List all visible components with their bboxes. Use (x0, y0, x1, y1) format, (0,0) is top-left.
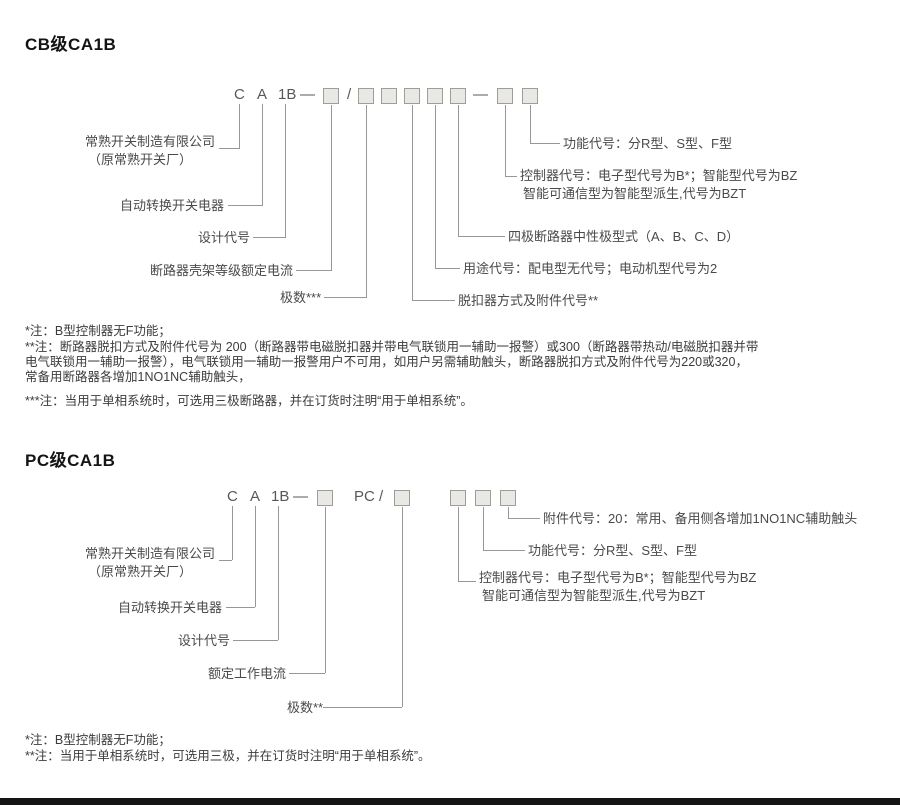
pc-code-box-poles (394, 490, 410, 506)
leader-line (530, 143, 560, 144)
cb-code-box-release-1 (381, 88, 397, 104)
pc-code-box-controller (450, 490, 466, 506)
pc-code-dash: — (293, 488, 308, 505)
leader-line (483, 550, 525, 551)
leader-line (505, 105, 506, 176)
cb-code-box-frame-current (323, 88, 339, 104)
cb-code-letter-1b: 1B (278, 86, 297, 103)
pc-code-pc: PC (354, 488, 375, 505)
leader-line (458, 507, 459, 581)
cb-label-manufacturer-line1: 常熟开关制造有限公司 (85, 134, 216, 149)
pc-code-letter-a: A (250, 488, 261, 505)
leader-line (232, 506, 233, 560)
pc-label-manufacturer-line1: 常熟开关制造有限公司 (85, 546, 216, 561)
pc-code-box-function (475, 490, 491, 506)
cb-label-frame-current: 断路器壳架等级额定电流 (150, 263, 294, 278)
leader-line (262, 104, 263, 205)
cb-code-box-release-2 (404, 88, 420, 104)
pc-note-2: **注：当用于单相系统时，可选用三极，并在订货时注明“用于单相系统”。 (25, 749, 431, 763)
pc-note-1: *注：B型控制器无F功能； (25, 733, 171, 747)
cb-label-controller-line2: 智能可通信型为智能型派生,代号为BZT (523, 186, 747, 201)
leader-line (285, 104, 286, 237)
cb-note-4: 常备用断路器各增加1NO1NC辅助触头， (25, 370, 251, 384)
leader-line (366, 105, 367, 297)
leader-line (508, 507, 509, 518)
leader-line (323, 707, 402, 708)
pc-label-poles: 极数** (287, 700, 324, 715)
leader-line (412, 105, 413, 300)
cb-label-ats: 自动转换开关电器 (120, 198, 225, 213)
cb-note-1: *注：B型控制器无F功能； (25, 324, 171, 338)
leader-line (508, 518, 540, 519)
cb-section-title: CB级CA1B (25, 35, 117, 54)
cb-note-3: 电气联锁用一辅助一报警），电气联锁用一辅助一报警用户不可用，如用户另需辅助触头，… (25, 355, 748, 369)
leader-line (324, 297, 367, 298)
pc-label-controller-line2: 智能可通信型为智能型派生,代号为BZT (482, 588, 706, 603)
bottom-bar (0, 798, 900, 805)
cb-note-2: **注：断路器脱扣方式及附件代号为 200（断路器带电磁脱扣器并带电气联锁用一辅… (25, 340, 759, 354)
cb-label-manufacturer-line2: （原常熟开关厂） (88, 152, 193, 167)
leader-line (278, 506, 279, 640)
pc-section-title: PC级CA1B (25, 451, 116, 470)
leader-line (219, 148, 240, 149)
leader-line (253, 237, 286, 238)
leader-line (289, 673, 325, 674)
pc-label-controller-line1: 控制器代号：电子型代号为B*；智能型代号为BZ (479, 570, 757, 585)
leader-line (412, 300, 455, 301)
cb-label-release-mode: 脱扣器方式及附件代号** (458, 293, 599, 308)
leader-line (228, 205, 263, 206)
leader-line (435, 105, 436, 268)
cb-label-controller-line1: 控制器代号：电子型代号为B*；智能型代号为BZ (520, 168, 798, 183)
cb-code-slash: / (347, 86, 352, 103)
pc-code-letter-1b: 1B (271, 488, 290, 505)
cb-code-dash: — (300, 86, 315, 103)
leader-line (219, 560, 232, 561)
cb-code-dash-2: — (473, 86, 488, 103)
pc-code-box-accessory (500, 490, 516, 506)
cb-code-box-poles (358, 88, 374, 104)
leader-line (530, 105, 531, 143)
cb-note-5: ***注：当用于单相系统时，可选用三极断路器，并在订货时注明“用于单相系统”。 (25, 394, 473, 408)
pc-label-ats: 自动转换开关电器 (118, 600, 223, 615)
leader-line (255, 506, 256, 607)
leader-line (458, 236, 505, 237)
cb-code-letter-c: C (234, 86, 245, 103)
leader-line (505, 176, 517, 177)
pc-label-manufacturer-line2: （原常熟开关厂） (88, 564, 193, 579)
leader-line (435, 268, 460, 269)
cb-code-box-controller (497, 88, 513, 104)
cb-code-box-usage (427, 88, 443, 104)
leader-line (458, 581, 476, 582)
leader-line (402, 507, 403, 707)
pc-code-letter-c: C (227, 488, 238, 505)
cb-label-function-code: 功能代号：分R型、S型、F型 (563, 136, 733, 151)
pc-code-slash: / (379, 488, 384, 505)
cb-label-usage: 用途代号：配电型无代号；电动机型代号为2 (463, 261, 718, 276)
cb-code-letter-a: A (257, 86, 268, 103)
leader-line (483, 507, 484, 550)
leader-line (239, 104, 240, 148)
pc-label-design-code: 设计代号 (178, 633, 231, 648)
cb-label-neutral-pole: 四极断路器中性极型式（A、B、C、D） (508, 229, 740, 244)
leader-line (296, 270, 332, 271)
cb-code-box-function (522, 88, 538, 104)
cb-label-poles: 极数*** (280, 290, 322, 305)
pc-code-box-rated-current (317, 490, 333, 506)
leader-line (233, 640, 278, 641)
cb-label-design-code: 设计代号 (198, 230, 251, 245)
leader-line (331, 105, 332, 270)
leader-line (325, 507, 326, 673)
leader-line (458, 105, 459, 236)
leader-line (226, 607, 255, 608)
pc-label-rated-current: 额定工作电流 (208, 666, 287, 681)
cb-code-box-neutral (450, 88, 466, 104)
pc-label-accessory: 附件代号：20：常用、备用侧各增加1NO1NC辅助触头 (543, 511, 858, 526)
pc-label-function-code: 功能代号：分R型、S型、F型 (528, 543, 698, 558)
